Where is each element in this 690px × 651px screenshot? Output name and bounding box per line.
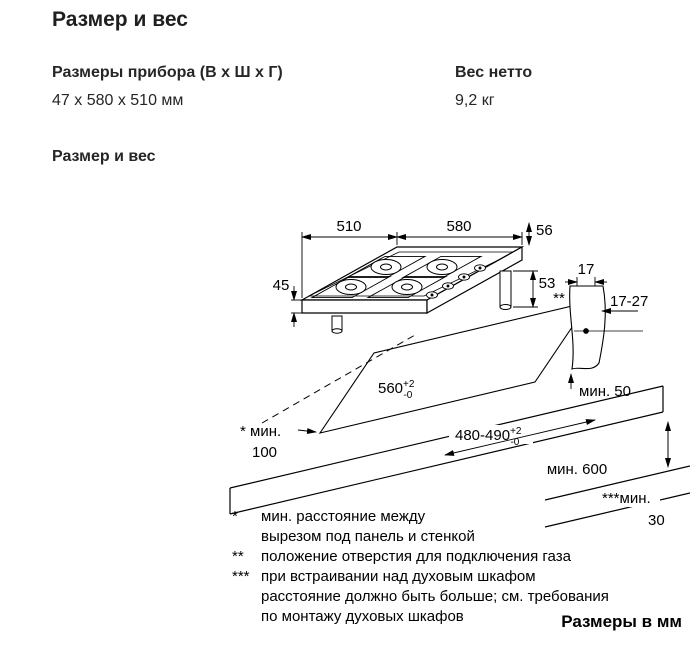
spec-dimensions-value: 47 x 580 x 510 мм [52,92,184,109]
footnote-2: ** положение отверстия для подключения г… [232,547,690,567]
cutout-width-dim-line [444,419,596,456]
gas-connection-pipe [499,270,512,310]
hob-drawing [299,245,525,334]
cutout-dimensions: 560+2-0 480-490+2-0 * мин. 100 мин. 600 … [240,379,665,529]
footnote-1-text: мин. расстояние между вырезом под панель… [261,508,475,545]
dim-min100-label-line1: * мин. [240,423,281,440]
spec-weight-value: 9,2 кг [455,92,495,109]
control-knobs [426,264,486,299]
dim-17-label: 17 [578,261,595,278]
units-label: Размеры в мм [561,612,682,631]
diagram-footnotes: * мин. расстояние между вырезом под пане… [232,507,690,627]
footnote-2-text: положение отверстия для подключения газа [261,548,571,565]
hob-foot [331,315,343,334]
spec-weight-label: Вес нетто [455,64,533,81]
installation-diagram: 510 580 56 45 53 ** 17 17-27 мин. 50 560… [0,183,690,651]
dim-53-label: 53 [539,275,556,292]
footnote-2-marker: ** [232,548,244,565]
gas-hole-detail [565,277,643,389]
hob-front-face [301,299,428,314]
hob-dimensions [291,222,538,327]
dimension-drawing: 510 580 56 45 53 ** 17 17-27 мин. 50 560… [229,218,690,529]
dim-width-label: 580 [446,218,471,235]
dim-depth-label: 510 [336,218,361,235]
dim-min30-label-line1: ***мин. [602,490,651,507]
dim-min600-label: мин. 600 [547,461,607,478]
dim-cutout-depth-label: 560+2-0 [378,379,415,401]
burners [335,259,458,295]
min100-leader-arrow [297,428,317,434]
gas-hole-center [583,328,589,334]
hob-right-face [426,245,523,315]
lower-panel-top-edge [544,465,690,501]
dim-min30-label-line2: 30 [648,512,665,529]
section-title: Размер и вес [52,148,156,165]
footnote-1-marker: * [232,508,238,525]
page-title: Размер и вес [52,8,188,31]
footnote-1: * мин. расстояние между вырезом под пане… [232,507,690,547]
gas-footnote-mark: ** [553,290,565,307]
dim-17-27-label: 17-27 [610,293,648,310]
footnote-3-marker: *** [232,568,250,585]
worktop-section-profile [569,285,606,370]
footnote-3: *** при встраивании над духовым шкафом р… [232,567,690,627]
dim-45-label: 45 [273,277,290,294]
lower-panel-bottom-edge [544,492,690,528]
dim-min100-label-line2: 100 [252,444,277,461]
footnote-3-text: при встраивании над духовым шкафом расст… [261,568,609,625]
dim-min50-label: мин. 50 [579,383,631,400]
spec-dimensions-label: Размеры прибора (В х Ш х Г) [52,64,283,81]
dim-56-label: 56 [536,222,553,239]
